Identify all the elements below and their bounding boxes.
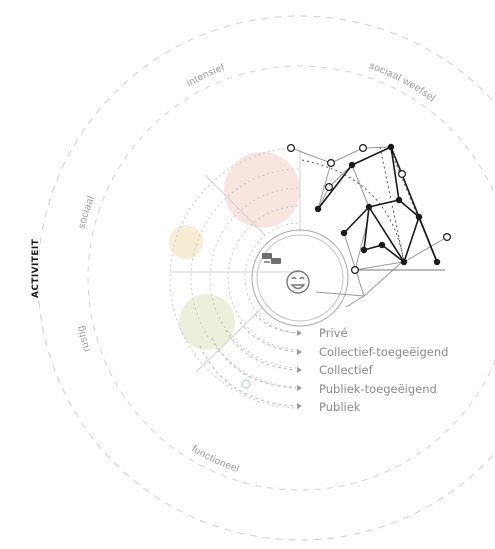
legend-arrows bbox=[199, 313, 297, 407]
network-filled-nodes bbox=[314, 143, 441, 266]
smiley-icon bbox=[286, 270, 310, 294]
legend-arrowheads bbox=[297, 330, 302, 409]
core-circle-inner bbox=[256, 234, 344, 322]
guide-line-upper-left bbox=[204, 174, 266, 236]
blob-green bbox=[179, 294, 235, 350]
guide-line-lower-left bbox=[195, 309, 261, 373]
middle-dashed-ring bbox=[87, 65, 495, 491]
blob-pink bbox=[224, 152, 300, 228]
arc-label-sociaal: sociaal bbox=[77, 194, 98, 229]
outer-dashed-ring bbox=[37, 15, 495, 541]
chat-bubbles-icon bbox=[262, 253, 281, 264]
blob-teal-dot bbox=[241, 379, 251, 389]
arc-label-sociaal-weefsel: sociaal weefsel bbox=[368, 61, 438, 105]
dotted-ring-2 bbox=[227, 205, 300, 351]
legend-item-publiek: Publiek bbox=[319, 400, 361, 414]
network-dotted-lines bbox=[301, 146, 438, 263]
legend-item-collectief: Collectief bbox=[319, 363, 374, 377]
network-open-nodes bbox=[287, 144, 452, 275]
legend-item-publiek-toegeeigend: Publiek-toegeëigend bbox=[319, 382, 437, 396]
side-label-activiteit: ACTIVITEIT bbox=[31, 238, 41, 298]
arc-label-intensief: intensief bbox=[185, 62, 226, 89]
blob-yellow bbox=[169, 225, 203, 259]
legend-item-collectief-toegeeigend: Collectief-toegeëigend bbox=[319, 345, 448, 359]
legend-item-prive: Privé bbox=[319, 326, 348, 340]
core-circle-outer bbox=[251, 229, 349, 327]
arc-label-functioneel: functioneel bbox=[189, 444, 240, 475]
arc-label-rustig: rustig bbox=[75, 324, 92, 353]
network-black-edges bbox=[317, 146, 438, 263]
